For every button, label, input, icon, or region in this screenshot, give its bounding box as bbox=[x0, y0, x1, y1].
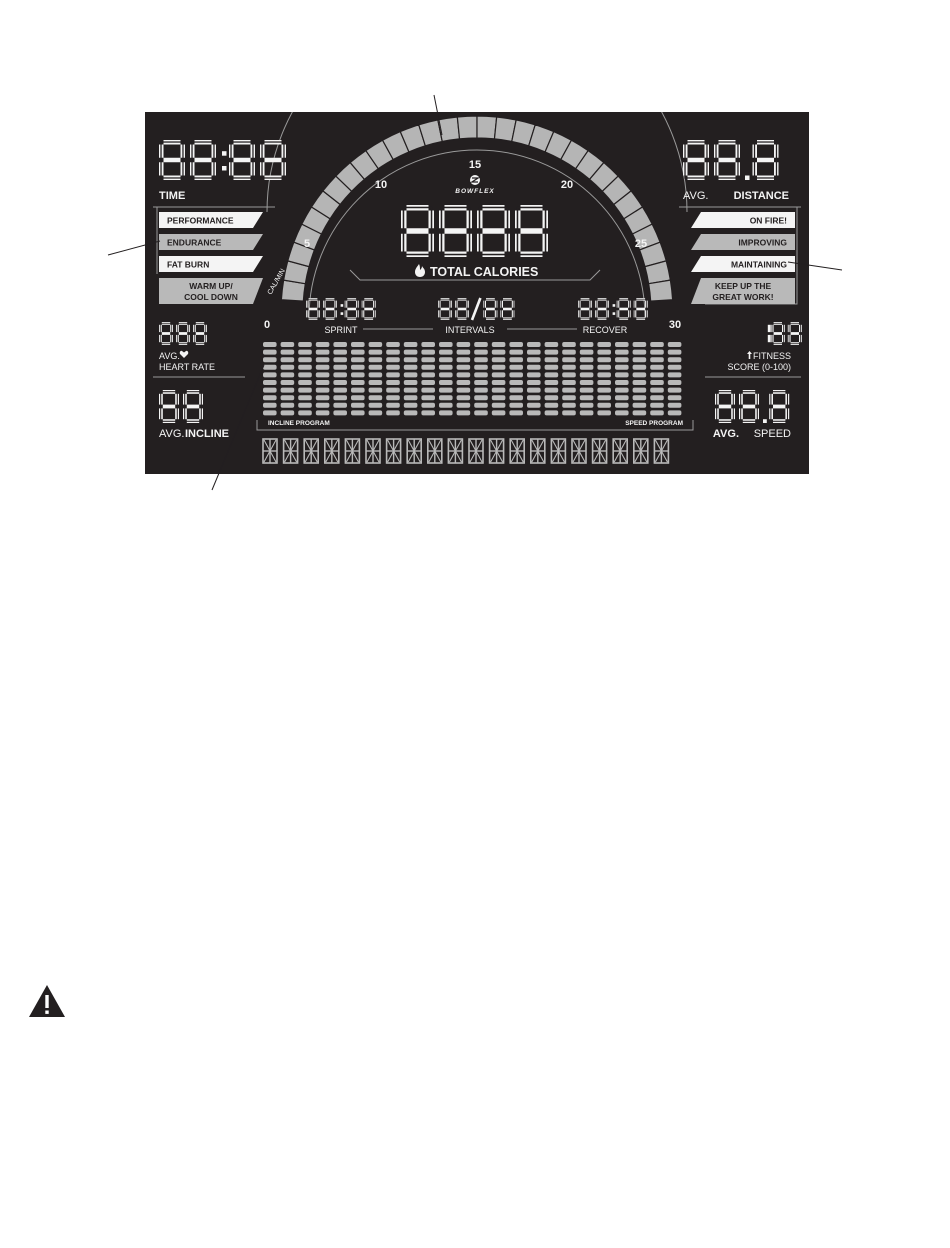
warning-triangle-icon bbox=[28, 984, 66, 1018]
